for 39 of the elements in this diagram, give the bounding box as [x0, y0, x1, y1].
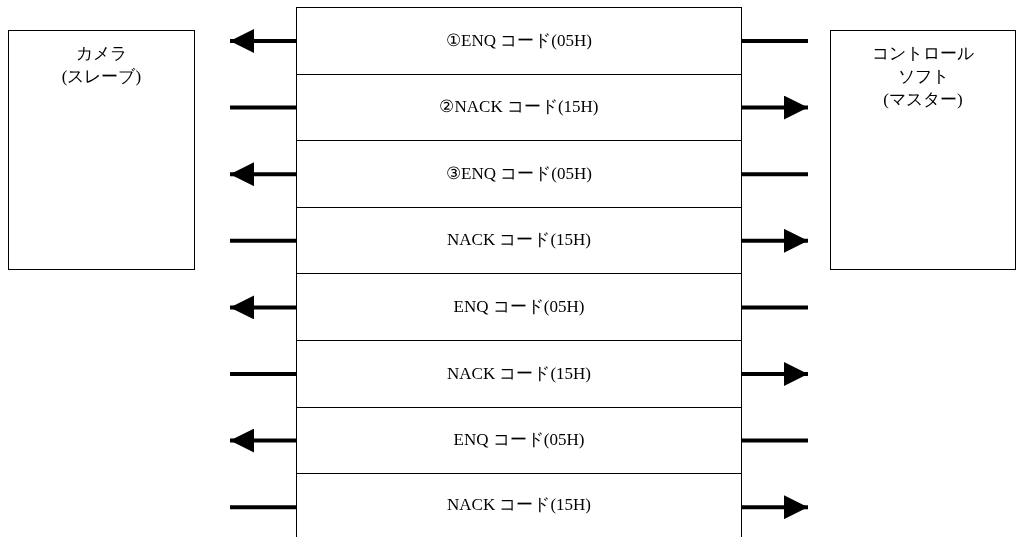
- arrow: [230, 428, 296, 453]
- device-label: (マスター): [883, 88, 963, 111]
- message-box: [296, 273, 742, 342]
- message-box: [296, 7, 742, 75]
- message-label: ENQ コード(05H): [453, 295, 585, 318]
- message-label: ENQ コード(05H): [453, 429, 585, 452]
- line: [230, 505, 296, 510]
- message-label: ①ENQ コード(05H): [446, 29, 592, 52]
- device-box: [8, 30, 195, 270]
- device-label: コントロール: [872, 43, 974, 65]
- arrow: [742, 362, 808, 386]
- message-label: NACK コード(15H): [447, 494, 591, 517]
- message-label: ③ENQ コード(05H): [446, 162, 592, 185]
- line: [742, 305, 808, 310]
- line: [742, 172, 808, 177]
- message-box: [296, 340, 742, 408]
- message-label: NACK コード(15H): [447, 362, 591, 385]
- arrow: [230, 295, 296, 320]
- message-label: NACK コード(15H): [447, 229, 591, 252]
- arrow: [742, 228, 808, 253]
- line: [230, 105, 296, 110]
- message-box: [296, 73, 742, 142]
- arrow: [230, 29, 296, 53]
- line: [742, 39, 808, 43]
- message-box: [296, 206, 742, 275]
- message-box: [296, 406, 742, 475]
- arrow: [230, 162, 296, 187]
- device-label: ソフト: [897, 65, 949, 88]
- message-box: [296, 140, 742, 209]
- line: [230, 372, 296, 376]
- device-label: (スレーブ): [61, 65, 142, 88]
- arrow: [742, 95, 808, 120]
- message-box: [296, 473, 742, 537]
- line: [742, 438, 808, 443]
- arrow: [742, 495, 808, 520]
- message-label: ②NACK コード(15H): [439, 96, 599, 119]
- device-box: [830, 30, 1016, 270]
- line: [230, 238, 296, 243]
- device-label: カメラ: [76, 43, 127, 65]
